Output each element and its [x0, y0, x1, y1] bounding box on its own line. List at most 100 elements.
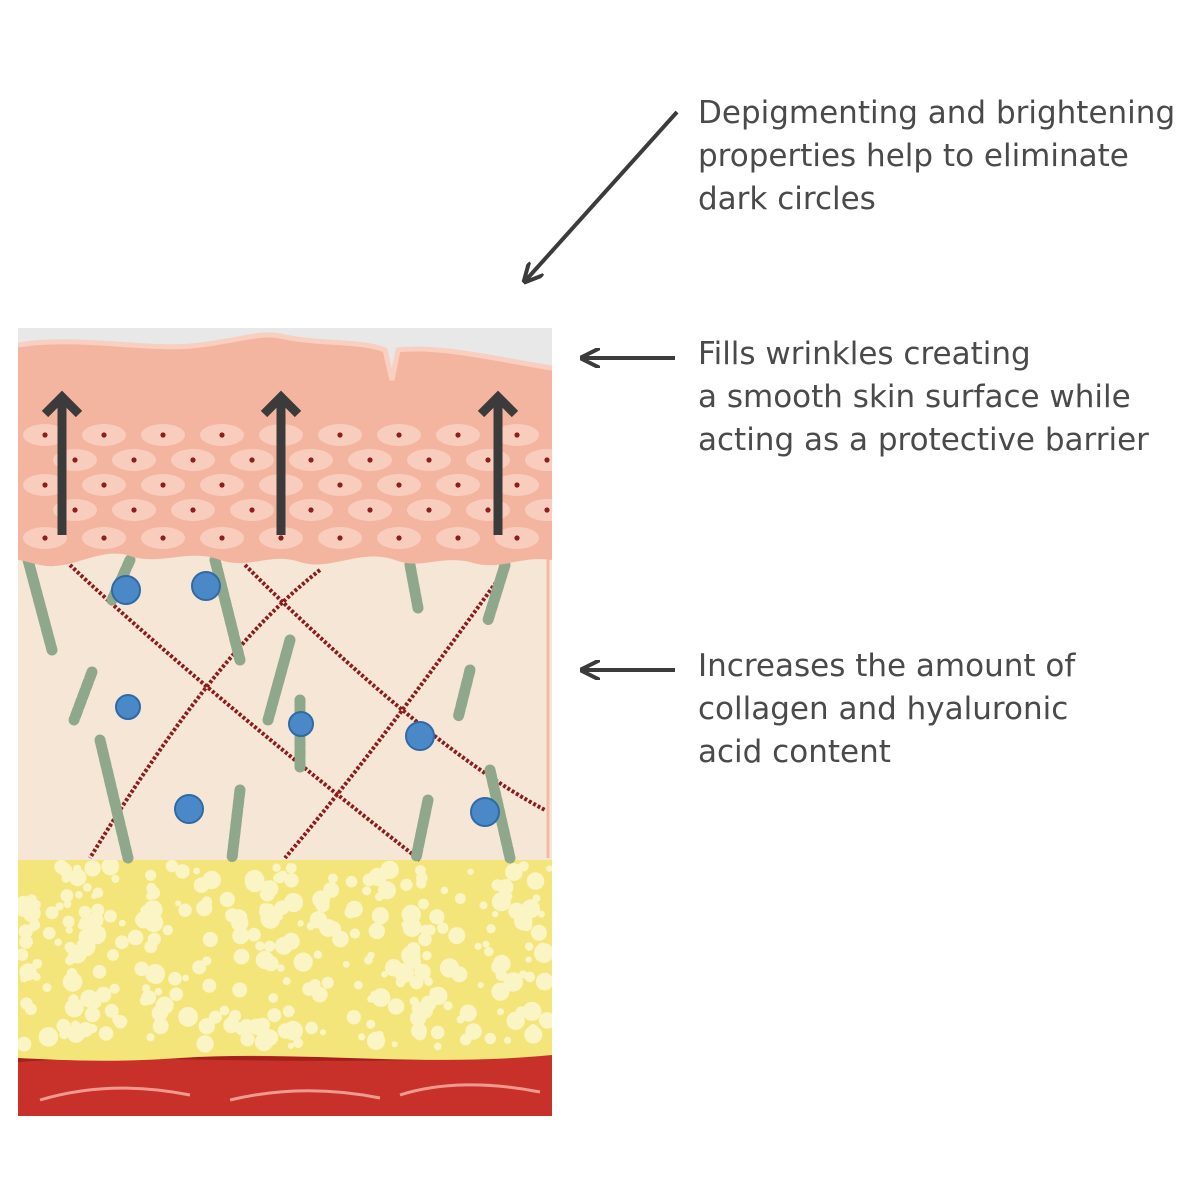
- fat-cell: [273, 874, 281, 882]
- fat-cell: [443, 1001, 453, 1011]
- fat-cell: [263, 955, 279, 972]
- fat-cell: [259, 903, 269, 913]
- cell-nucleus: [190, 457, 196, 463]
- hyaluronic-acid-dot: [191, 571, 221, 601]
- fat-cell: [151, 1005, 168, 1022]
- fat-cell: [62, 915, 75, 928]
- fat-cell: [391, 1041, 398, 1048]
- fat-cell: [182, 974, 190, 982]
- fat-cell: [244, 869, 265, 890]
- cell-nucleus: [396, 432, 402, 438]
- fat-cell: [261, 1019, 269, 1028]
- fat-cell: [477, 982, 484, 989]
- fat-cell: [293, 1038, 304, 1048]
- fat-cell: [368, 922, 385, 940]
- cell-nucleus: [160, 482, 166, 488]
- fat-cell: [381, 971, 388, 978]
- epidermis-cell: [525, 449, 552, 471]
- fat-cell: [414, 963, 431, 981]
- cell-nucleus: [131, 507, 137, 513]
- fat-cell: [202, 956, 212, 966]
- fat-cell: [302, 982, 316, 996]
- fat-cell: [26, 1006, 34, 1014]
- cell-nucleus: [455, 535, 461, 541]
- fat-cell: [208, 875, 221, 888]
- cell-nucleus: [367, 507, 373, 513]
- fat-cell: [319, 918, 338, 937]
- cell-nucleus: [219, 432, 225, 438]
- fat-cell: [91, 903, 105, 917]
- fat-cell: [380, 860, 399, 880]
- fat-cell: [418, 932, 432, 947]
- cell-nucleus: [249, 457, 255, 463]
- cell-nucleus: [101, 535, 107, 541]
- fat-cell: [538, 910, 545, 918]
- fat-cell: [61, 874, 71, 883]
- fat-cell: [305, 1021, 318, 1035]
- fat-cell: [532, 894, 541, 903]
- cell-nucleus: [308, 457, 314, 463]
- annotation-depigmenting: Depigmenting and brightening properties …: [698, 95, 1176, 217]
- fat-cell: [342, 960, 350, 968]
- elastin-fiber: [410, 794, 434, 864]
- fat-cell: [175, 864, 190, 879]
- fat-cell: [98, 1026, 114, 1041]
- fat-cell: [162, 925, 173, 936]
- fat-cell: [367, 995, 375, 1003]
- fat-cell: [18, 1036, 32, 1052]
- fat-cell: [491, 892, 511, 912]
- fat-cell: [154, 987, 163, 996]
- up-arrow-icon: [477, 390, 519, 535]
- fat-cell: [429, 909, 445, 925]
- fat-cell: [420, 924, 431, 936]
- fat-cell: [232, 982, 248, 998]
- fat-cell: [84, 1006, 101, 1023]
- fat-cell: [146, 1033, 155, 1042]
- fat-cell: [64, 998, 84, 1018]
- fat-cell: [229, 1009, 242, 1022]
- fat-cell: [101, 857, 120, 876]
- fat-cell: [54, 938, 62, 947]
- fat-cell: [260, 909, 280, 929]
- fat-cell: [437, 922, 449, 934]
- cell-nucleus: [219, 535, 225, 541]
- elastin-fiber: [484, 764, 516, 864]
- fat-cell: [465, 1023, 482, 1040]
- cell-nucleus: [485, 507, 491, 513]
- cell-nucleus: [131, 457, 137, 463]
- fat-cell: [455, 893, 466, 904]
- fat-cell: [109, 983, 120, 994]
- fat-cell: [219, 1005, 230, 1016]
- fat-cell: [524, 1025, 543, 1044]
- fat-cell: [208, 1010, 222, 1024]
- elastin-fiber: [452, 664, 476, 724]
- fat-cell: [239, 1019, 254, 1034]
- fat-cell: [247, 927, 261, 942]
- fat-cell: [418, 898, 429, 910]
- elastin-fiber: [482, 559, 511, 626]
- cell-nucleus: [308, 507, 314, 513]
- fat-cell: [28, 923, 37, 932]
- fat-cell: [147, 886, 161, 900]
- fat-cell: [497, 1008, 504, 1016]
- fat-cell: [504, 1036, 512, 1044]
- cell-nucleus: [42, 482, 48, 488]
- fat-cell: [111, 874, 120, 883]
- fat-cell: [318, 915, 327, 924]
- fat-cell: [55, 902, 64, 911]
- fat-cell: [345, 875, 358, 888]
- fat-cell: [255, 941, 265, 951]
- fat-cell: [284, 873, 299, 888]
- fat-cell: [375, 1030, 384, 1040]
- fat-cell: [267, 1008, 282, 1023]
- fat-cell: [178, 903, 192, 917]
- fat-cell: [283, 1020, 303, 1041]
- fat-cell: [297, 920, 304, 927]
- fat-cell: [152, 1018, 169, 1035]
- fat-cell: [260, 887, 275, 902]
- cell-nucleus: [42, 432, 48, 438]
- fat-cell: [232, 927, 250, 945]
- fat-cell: [107, 949, 119, 961]
- fat-cell: [277, 964, 285, 972]
- fat-cell: [54, 859, 69, 874]
